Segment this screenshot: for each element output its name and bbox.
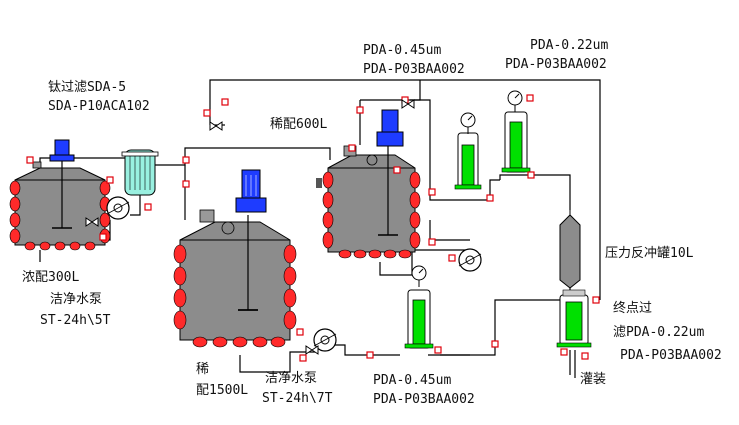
filter-045-bottom bbox=[404, 265, 434, 349]
filter-045-bottom-model: PDA-P03BAA002 bbox=[373, 392, 475, 407]
filter-022-top-model: PDA-P03BAA002 bbox=[505, 57, 607, 72]
ti-filter-model: SDA-P10ACA102 bbox=[48, 99, 150, 114]
terminal-filter bbox=[556, 289, 592, 348]
pump-1 bbox=[106, 196, 130, 220]
filter-045-bottom-spec: PDA-0.45um bbox=[373, 373, 452, 388]
tank-600-label: 稀配600L bbox=[270, 117, 328, 132]
filter-022-top bbox=[501, 90, 531, 173]
pump-3 bbox=[458, 248, 482, 272]
pressure-tank-label: 压力反冲罐10L bbox=[605, 246, 694, 261]
pump-2 bbox=[313, 328, 337, 352]
pump1-model: ST-24h\5T bbox=[40, 313, 111, 328]
pressure-tank bbox=[559, 210, 581, 289]
terminal-filter-label-b: 滤PDA-0.22um bbox=[613, 325, 705, 340]
tank-1500-label-a: 稀 bbox=[196, 362, 210, 377]
filter-045-top bbox=[454, 112, 482, 190]
ti-filter-title: 钛过滤SDA-5 bbox=[48, 80, 127, 95]
pump1-title: 洁净水泵 bbox=[50, 292, 103, 307]
terminal-filter-label-a: 终点过 bbox=[613, 301, 653, 316]
tank-600l bbox=[316, 109, 421, 259]
pump2-model: ST-24h\7T bbox=[262, 391, 333, 406]
tank-300-label: 浓配300L bbox=[22, 270, 80, 285]
filling-label: 灌装 bbox=[580, 372, 607, 387]
pump2-title: 洁净水泵 bbox=[265, 371, 318, 386]
terminal-filter-model: PDA-P03BAA002 bbox=[620, 348, 722, 363]
filter-045-top-spec: PDA-0.45um bbox=[363, 43, 442, 58]
tank-1500l bbox=[173, 169, 297, 348]
filter-022-top-spec: PDA-0.22um bbox=[530, 38, 609, 53]
ti-filter bbox=[121, 149, 159, 196]
filter-045-top-model: PDA-P03BAA002 bbox=[363, 62, 465, 77]
tank-1500-label-b: 配1500L bbox=[196, 383, 249, 398]
tank-300l bbox=[9, 139, 111, 251]
